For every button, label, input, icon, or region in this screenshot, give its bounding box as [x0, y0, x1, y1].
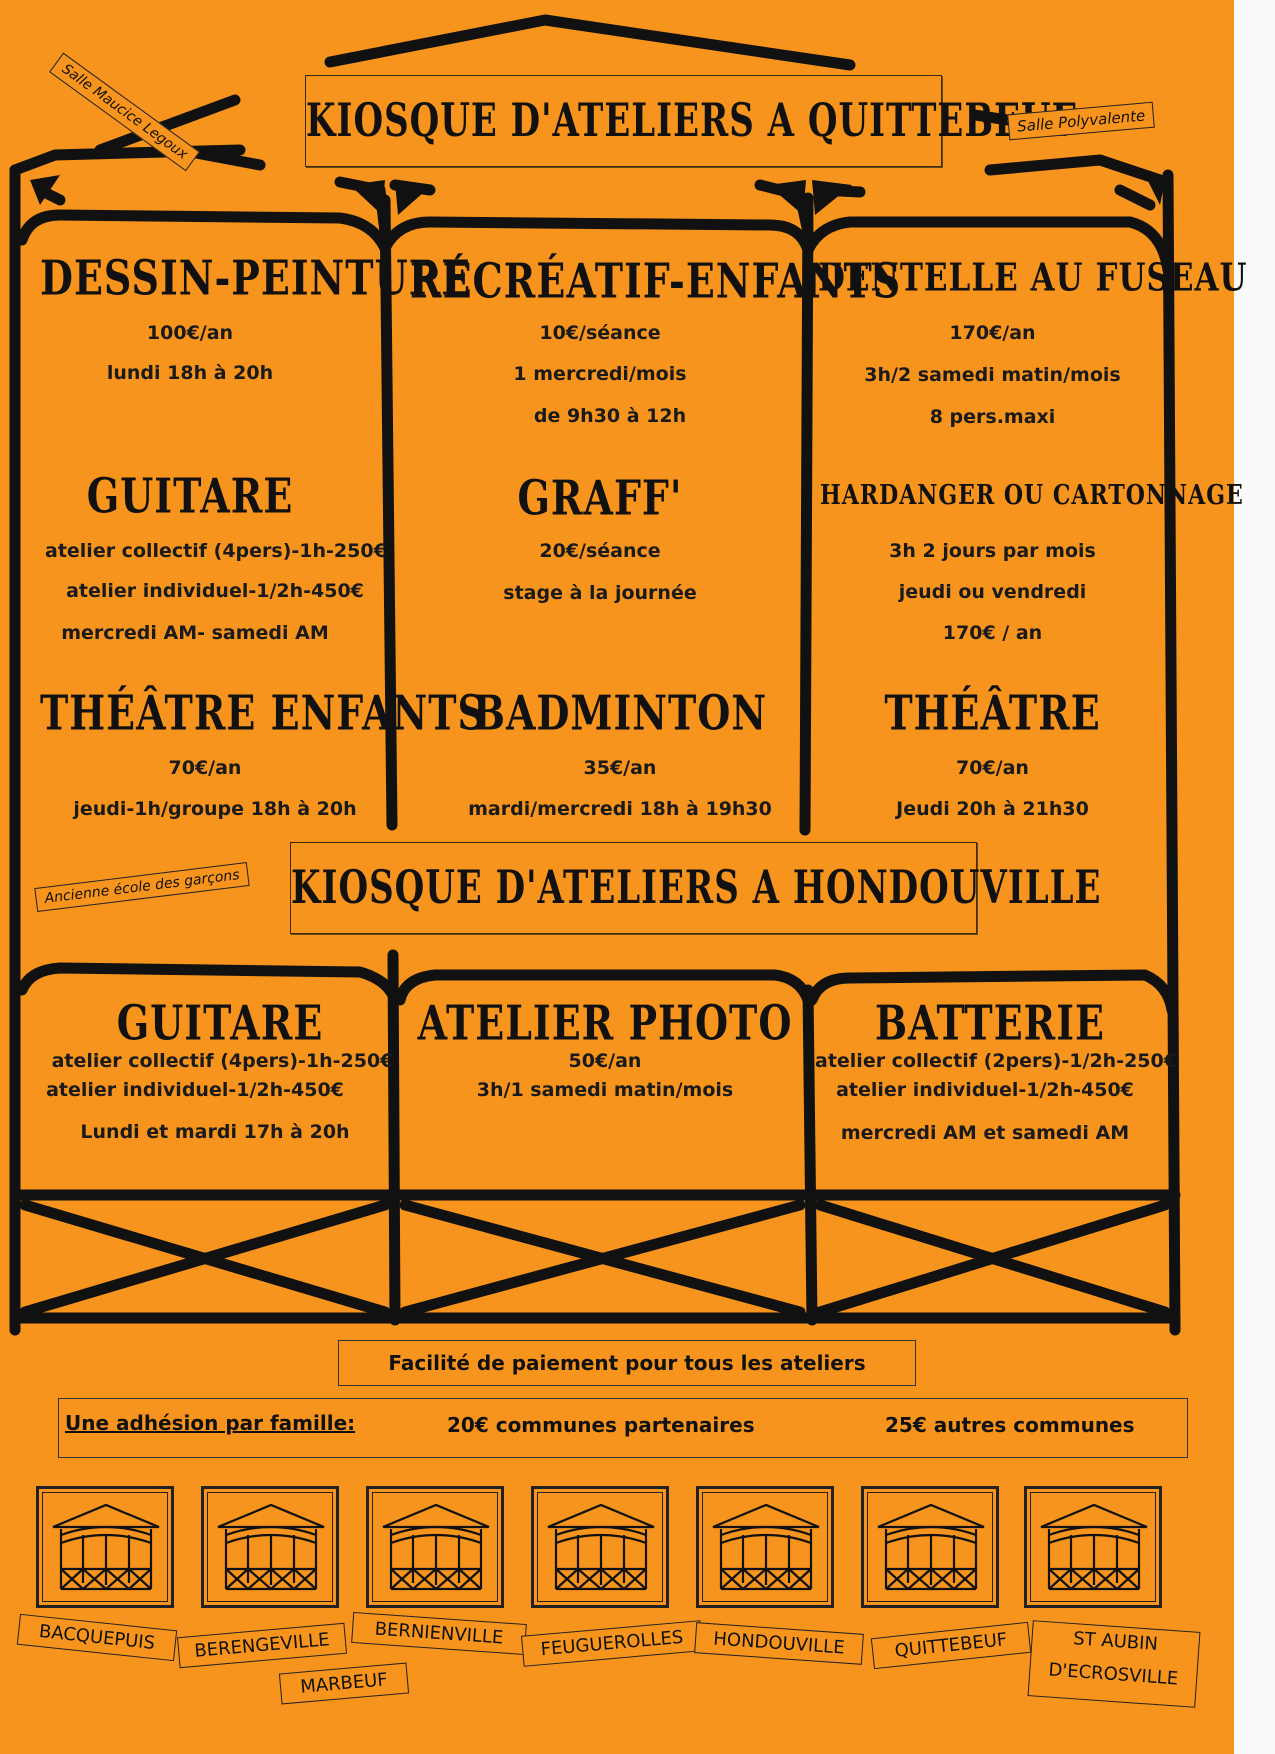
membership-partners: 20€ communes partenaires: [447, 1413, 755, 1437]
activity-title-theatre-enfants: THÉÂTRE ENFANTS: [40, 684, 486, 741]
activity-line: atelier individuel-1/2h-450€: [836, 1079, 1134, 1101]
activity-title-graff: GRAFF': [517, 469, 683, 526]
kiosk-icon: [861, 1486, 999, 1608]
quittebeuf-banner: KIOSQUE D'ATELIERS A QUITTEBEUF: [305, 75, 1077, 167]
activity-line: Lundi et mardi 17h à 20h: [80, 1121, 350, 1143]
kiosk-icon: [201, 1486, 339, 1608]
activity-line: atelier individuel-1/2h-450€: [46, 1079, 344, 1101]
town-label-line: ST AUBIN: [1072, 1628, 1159, 1655]
kiosk-icon: [1024, 1486, 1162, 1608]
activity-line: 70€/an: [168, 757, 242, 779]
membership-others: 25€ autres communes: [885, 1413, 1135, 1437]
activity-title-atelier-photo: ATELIER PHOTO: [417, 994, 793, 1051]
activity-title-theatre: THÉÂTRE: [884, 684, 1101, 741]
activity-line: mardi/mercredi 18h à 19h30: [468, 798, 772, 820]
activity-line: 170€ / an: [942, 622, 1043, 644]
activity-line: 70€/an: [956, 757, 1029, 779]
activity-line: stage à la journée: [503, 582, 697, 604]
activity-title-batterie: BATTERIE: [874, 994, 1105, 1051]
kiosk-icon: [366, 1486, 504, 1608]
activity-line: atelier collectif (4pers)-1h-250€: [51, 1050, 394, 1072]
activity-line: mercredi AM- samedi AM: [61, 622, 329, 644]
town-label-st-aubin: ST AUBIN D'ECROSVILLE: [1027, 1620, 1201, 1708]
kiosk-icon: [696, 1486, 834, 1608]
quittebeuf-banner-text: KIOSQUE D'ATELIERS A QUITTEBEUF: [306, 94, 1077, 148]
activity-line: Jeudi 20h à 21h30: [896, 798, 1089, 820]
activity-line: atelier individuel-1/2h-450€: [66, 580, 364, 602]
activity-title-dentelle-au-fuseau: DENTELLE AU FUSEAU: [818, 255, 1248, 301]
activity-line: jeudi-1h/groupe 18h à 20h: [73, 798, 357, 820]
activity-line: atelier collectif (2pers)-1/2h-250€: [815, 1050, 1177, 1072]
membership-label: Une adhésion par famille:: [65, 1411, 356, 1435]
activity-line: 20€/séance: [539, 540, 661, 562]
payment-note: Facilité de paiement pour tous les ateli…: [338, 1340, 916, 1386]
activity-line: mercredi AM et samedi AM: [840, 1122, 1130, 1144]
kiosk-icon: [36, 1486, 174, 1608]
activity-line: 8 pers.maxi: [929, 406, 1056, 428]
activity-line: 3h 2 jours par mois: [889, 540, 1096, 562]
activity-line: 170€/an: [949, 322, 1036, 344]
town-label-line: D'ECROSVILLE: [1047, 1659, 1179, 1690]
payment-text: Facilité de paiement pour tous les ateli…: [388, 1351, 866, 1375]
activity-title-dessin-peinture: DESSIN-PEINTURE: [40, 249, 472, 306]
activity-title-guitare-hondouville: GUITARE: [116, 994, 324, 1051]
activity-line: 3h/1 samedi matin/mois: [476, 1079, 734, 1101]
kiosk-icon: [531, 1486, 669, 1608]
activity-line: atelier collectif (4pers)-1h-250€: [45, 540, 387, 562]
activity-title-badminton: BADMINTON: [472, 684, 768, 741]
activity-line: 100€/an: [146, 322, 234, 344]
membership-box: Une adhésion par famille: 20€ communes p…: [58, 1398, 1188, 1458]
activity-line: 3h/2 samedi matin/mois: [864, 364, 1121, 386]
activity-line: jeudi ou vendredi: [898, 581, 1087, 603]
activity-line: 35€/an: [583, 757, 657, 779]
activity-line: 50€/an: [568, 1050, 642, 1072]
activity-line: de 9h30 à 12h: [533, 405, 687, 427]
activity-title-recreatif-enfants: RÉCRÉATIF-ENFANTS: [410, 252, 902, 309]
activity-line: 10€/séance: [539, 322, 661, 344]
activity-title-guitare: GUITARE: [86, 467, 294, 524]
kiosk-frame-drawing: [9, 14, 1181, 1336]
hondouville-banner-text: KIOSQUE D'ATELIERS A HONDOUVILLE: [291, 861, 1102, 915]
activity-line: 1 mercredi/mois: [513, 363, 687, 385]
flyer-sheet: KIOSQUE D'ATELIERS A QUITTEBEUF Salle Ma…: [0, 0, 1248, 1754]
activity-line: lundi 18h à 20h: [106, 362, 274, 384]
activity-title-hardanger: HARDANGER OU CARTONNAGE: [820, 478, 1244, 512]
hondouville-banner: KIOSQUE D'ATELIERS A HONDOUVILLE: [290, 842, 1102, 934]
